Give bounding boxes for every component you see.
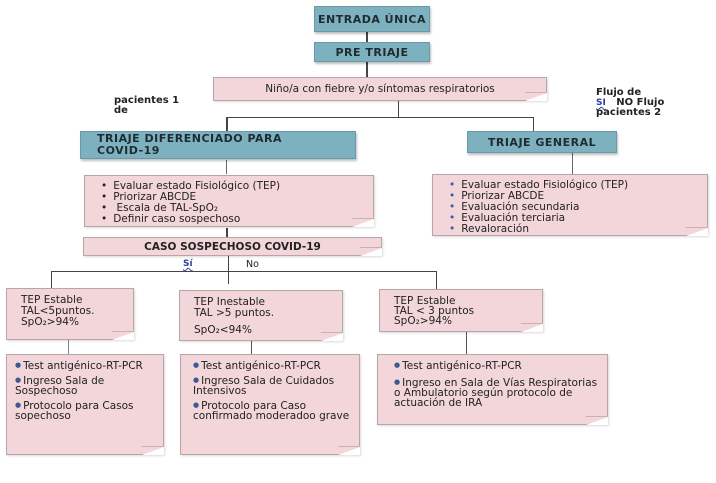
outcome-condition-line: TEP Estable bbox=[21, 294, 83, 306]
outcome-condition-box-3: TEP Estable TAL < 3 puntos SpO₂>94% bbox=[379, 289, 543, 332]
connector-horizontal-top bbox=[226, 117, 534, 118]
connector-general-list bbox=[572, 152, 573, 174]
connector-covid-list bbox=[226, 160, 227, 174]
entry-box: ENTRADA ÚNICA bbox=[314, 6, 430, 32]
outcome-condition-box-2: TEP Inestable TAL >5 puntos. SpO₂<94% bbox=[179, 290, 343, 341]
connector-outcome1-drop bbox=[51, 271, 52, 289]
connector-list-suspect bbox=[226, 228, 228, 238]
connector-outcome3-drop bbox=[436, 271, 437, 289]
pre-triage-box: PRE TRIAJE bbox=[314, 42, 430, 62]
left-note-line1: pacientes 1 bbox=[114, 95, 180, 106]
connector-right-drop bbox=[533, 117, 534, 131]
general-triage-box: TRIAJE GENERAL bbox=[467, 131, 617, 153]
left-note: pacientes 1 de bbox=[114, 96, 179, 116]
entry-label: ENTRADA ÚNICA bbox=[318, 12, 426, 26]
outcome-condition-line: SpO₂>94% bbox=[394, 315, 452, 327]
right-note-line2: NO Flujo bbox=[616, 97, 665, 108]
connector-condition-split bbox=[398, 100, 399, 118]
left-note-line2: de bbox=[114, 105, 128, 116]
outcome-condition-line: TAL < 3 puntos bbox=[394, 305, 475, 317]
outcome-condition-box-1: TEP Estable TAL<5puntos. SpO₂>94% bbox=[6, 288, 134, 340]
outcome-action-item: Ingreso Sala de Cuidados Intensivos bbox=[193, 375, 351, 397]
covid-triage-item: Evaluar estado Fisiológico (TEP) bbox=[101, 181, 373, 192]
condition-box: Niño/a con fiebre y/o síntomas respirato… bbox=[213, 77, 547, 101]
covid-triage-title: TRIAJE DIFERENCIADO PARA COVID-19 bbox=[97, 132, 282, 157]
right-note-si: SI bbox=[596, 98, 606, 108]
connector-pretriage-condition bbox=[366, 60, 368, 78]
connector-outcome2-actions bbox=[251, 340, 252, 354]
covid-triage-box: TRIAJE DIFERENCIADO PARA COVID-19 bbox=[80, 131, 356, 159]
general-triage-item: Priorizar ABCDE bbox=[449, 191, 707, 202]
general-triage-item: Revaloración bbox=[449, 224, 707, 235]
outcome-action-item: Ingreso en Sala de Vías Respiratorias o … bbox=[394, 377, 599, 409]
connector-outcome1-actions bbox=[68, 340, 69, 354]
pre-triage-label: PRE TRIAJE bbox=[335, 45, 409, 59]
outcome-action-item: Test antigénico-RT-PCR bbox=[15, 360, 155, 372]
condition-label: Niño/a con fiebre y/o síntomas respirato… bbox=[265, 83, 495, 95]
covid-triage-item: Priorizar ABCDE bbox=[101, 192, 373, 203]
outcome-action-item: Protocolo para Caso confirmado moderadoo… bbox=[193, 400, 351, 422]
outcome-actions-box-1: Test antigénico-RT-PCR Ingreso Sala de S… bbox=[6, 354, 164, 455]
outcome-actions-box-2: Test antigénico-RT-PCR Ingreso Sala de C… bbox=[180, 354, 360, 455]
outcome-condition-line: TEP Estable bbox=[394, 295, 456, 307]
right-note: Flujo de SI NO Flujo pacientes 2 bbox=[596, 88, 664, 118]
general-triage-title: TRIAJE GENERAL bbox=[487, 135, 597, 149]
suspect-case-label: CASO SOSPECHOSO COVID-19 bbox=[144, 240, 321, 253]
outcome-condition-line: TAL<5puntos. bbox=[21, 305, 95, 317]
general-triage-list-box: Evaluar estado Fisiológico (TEP) Prioriz… bbox=[432, 174, 708, 236]
right-note-line3: pacientes 2 bbox=[596, 107, 662, 118]
general-triage-item: Evaluar estado Fisiológico (TEP) bbox=[449, 180, 707, 191]
outcome-condition-line: TEP Inestable bbox=[194, 296, 265, 308]
branch-yes-label: Sí bbox=[183, 259, 193, 269]
connector-entry-pretriage bbox=[366, 30, 368, 42]
connector-left-drop bbox=[226, 117, 228, 131]
general-triage-item: Evaluación terciaria bbox=[449, 213, 707, 224]
right-note-line1: Flujo de bbox=[596, 87, 642, 98]
suspect-case-box: CASO SOSPECHOSO COVID-19 bbox=[83, 237, 382, 256]
covid-triage-list-box: Evaluar estado Fisiológico (TEP) Prioriz… bbox=[84, 175, 374, 227]
outcome-actions-box-3: Test antigénico-RT-PCR Ingreso en Sala d… bbox=[377, 354, 608, 425]
connector-horizontal-bottom bbox=[51, 271, 437, 272]
branch-no-label: No bbox=[246, 259, 259, 270]
general-triage-item: Evaluación secundaria bbox=[449, 202, 707, 213]
outcome-condition-line: TAL >5 puntos. bbox=[194, 307, 275, 319]
outcome-action-item: Protocolo para Casos sopechoso bbox=[15, 400, 155, 422]
outcome-action-item: Test antigénico-RT-PCR bbox=[193, 360, 351, 372]
outcome-condition-line: SpO₂<94% bbox=[194, 324, 252, 336]
outcome-action-item: Test antigénico-RT-PCR bbox=[394, 360, 599, 372]
covid-triage-item: Definir caso sospechoso bbox=[101, 214, 373, 225]
covid-triage-item: Escala de TAL-SpO₂ bbox=[101, 203, 373, 214]
connector-outcome3-actions bbox=[466, 332, 467, 354]
connector-suspect-split bbox=[228, 254, 229, 284]
outcome-condition-line: SpO₂>94% bbox=[21, 316, 79, 328]
outcome-action-item: Ingreso Sala de Sospechoso bbox=[15, 375, 155, 397]
